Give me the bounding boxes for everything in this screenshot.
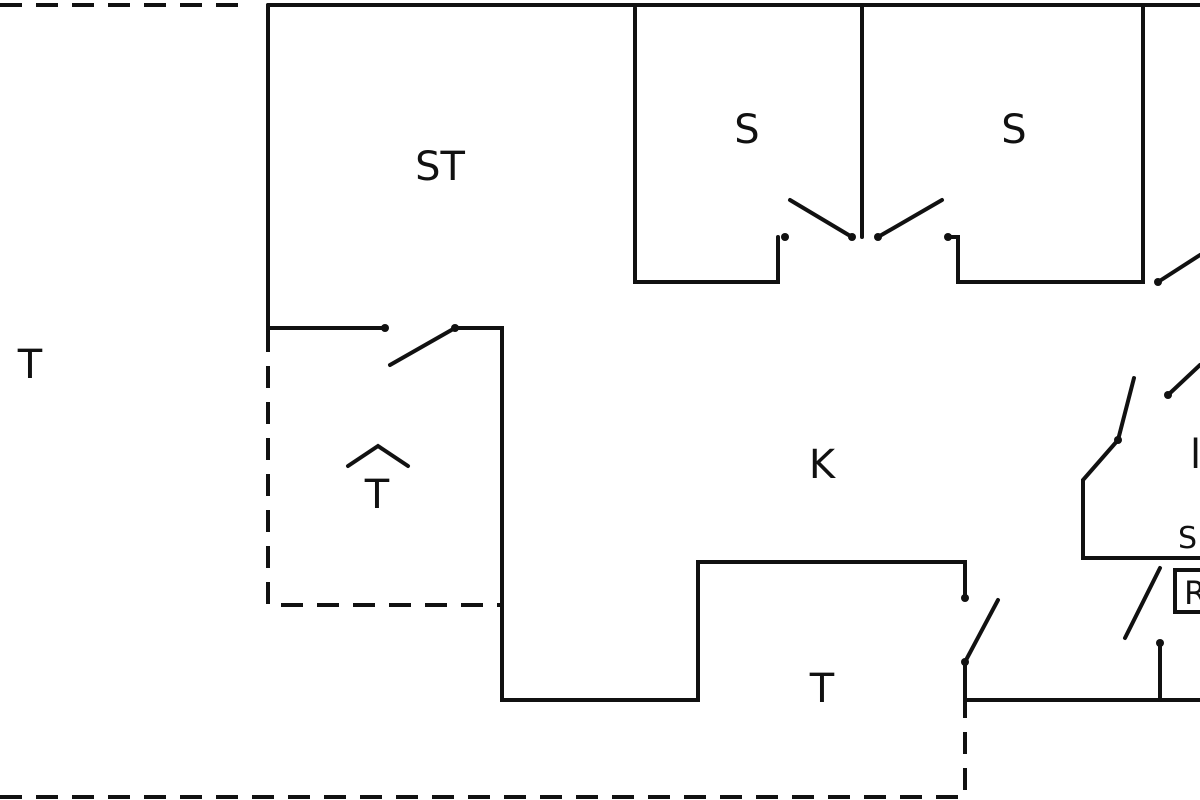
label-right-box: R [1184, 574, 1200, 612]
appliance-box [1173, 568, 1200, 614]
doors [381, 198, 1200, 666]
label-right-room: l [1190, 432, 1200, 478]
label-kitchen: K [809, 442, 837, 488]
label-terrace-left: T [17, 342, 43, 388]
door-right-mid [1166, 363, 1200, 397]
label-storage: ST [415, 144, 465, 190]
label-terrace-bottom: T [809, 666, 835, 712]
label-covered-terrace: T [364, 472, 390, 518]
roof-icon [346, 443, 410, 468]
door-terrace [963, 598, 1000, 664]
door-sleep-1 [788, 198, 854, 239]
dashed-boundaries [0, 3, 967, 799]
label-right-small: S. [1178, 521, 1200, 556]
door-right-bottom [1123, 566, 1162, 640]
label-sleep-2: S [1001, 107, 1026, 153]
door-storage [388, 326, 457, 367]
room-labels: ST S S T T K T l S. R [17, 107, 1200, 712]
door-right-top [1156, 253, 1200, 284]
door-sleep-2 [876, 198, 944, 239]
walls [266, 3, 1200, 702]
label-sleep-1: S [734, 107, 759, 153]
